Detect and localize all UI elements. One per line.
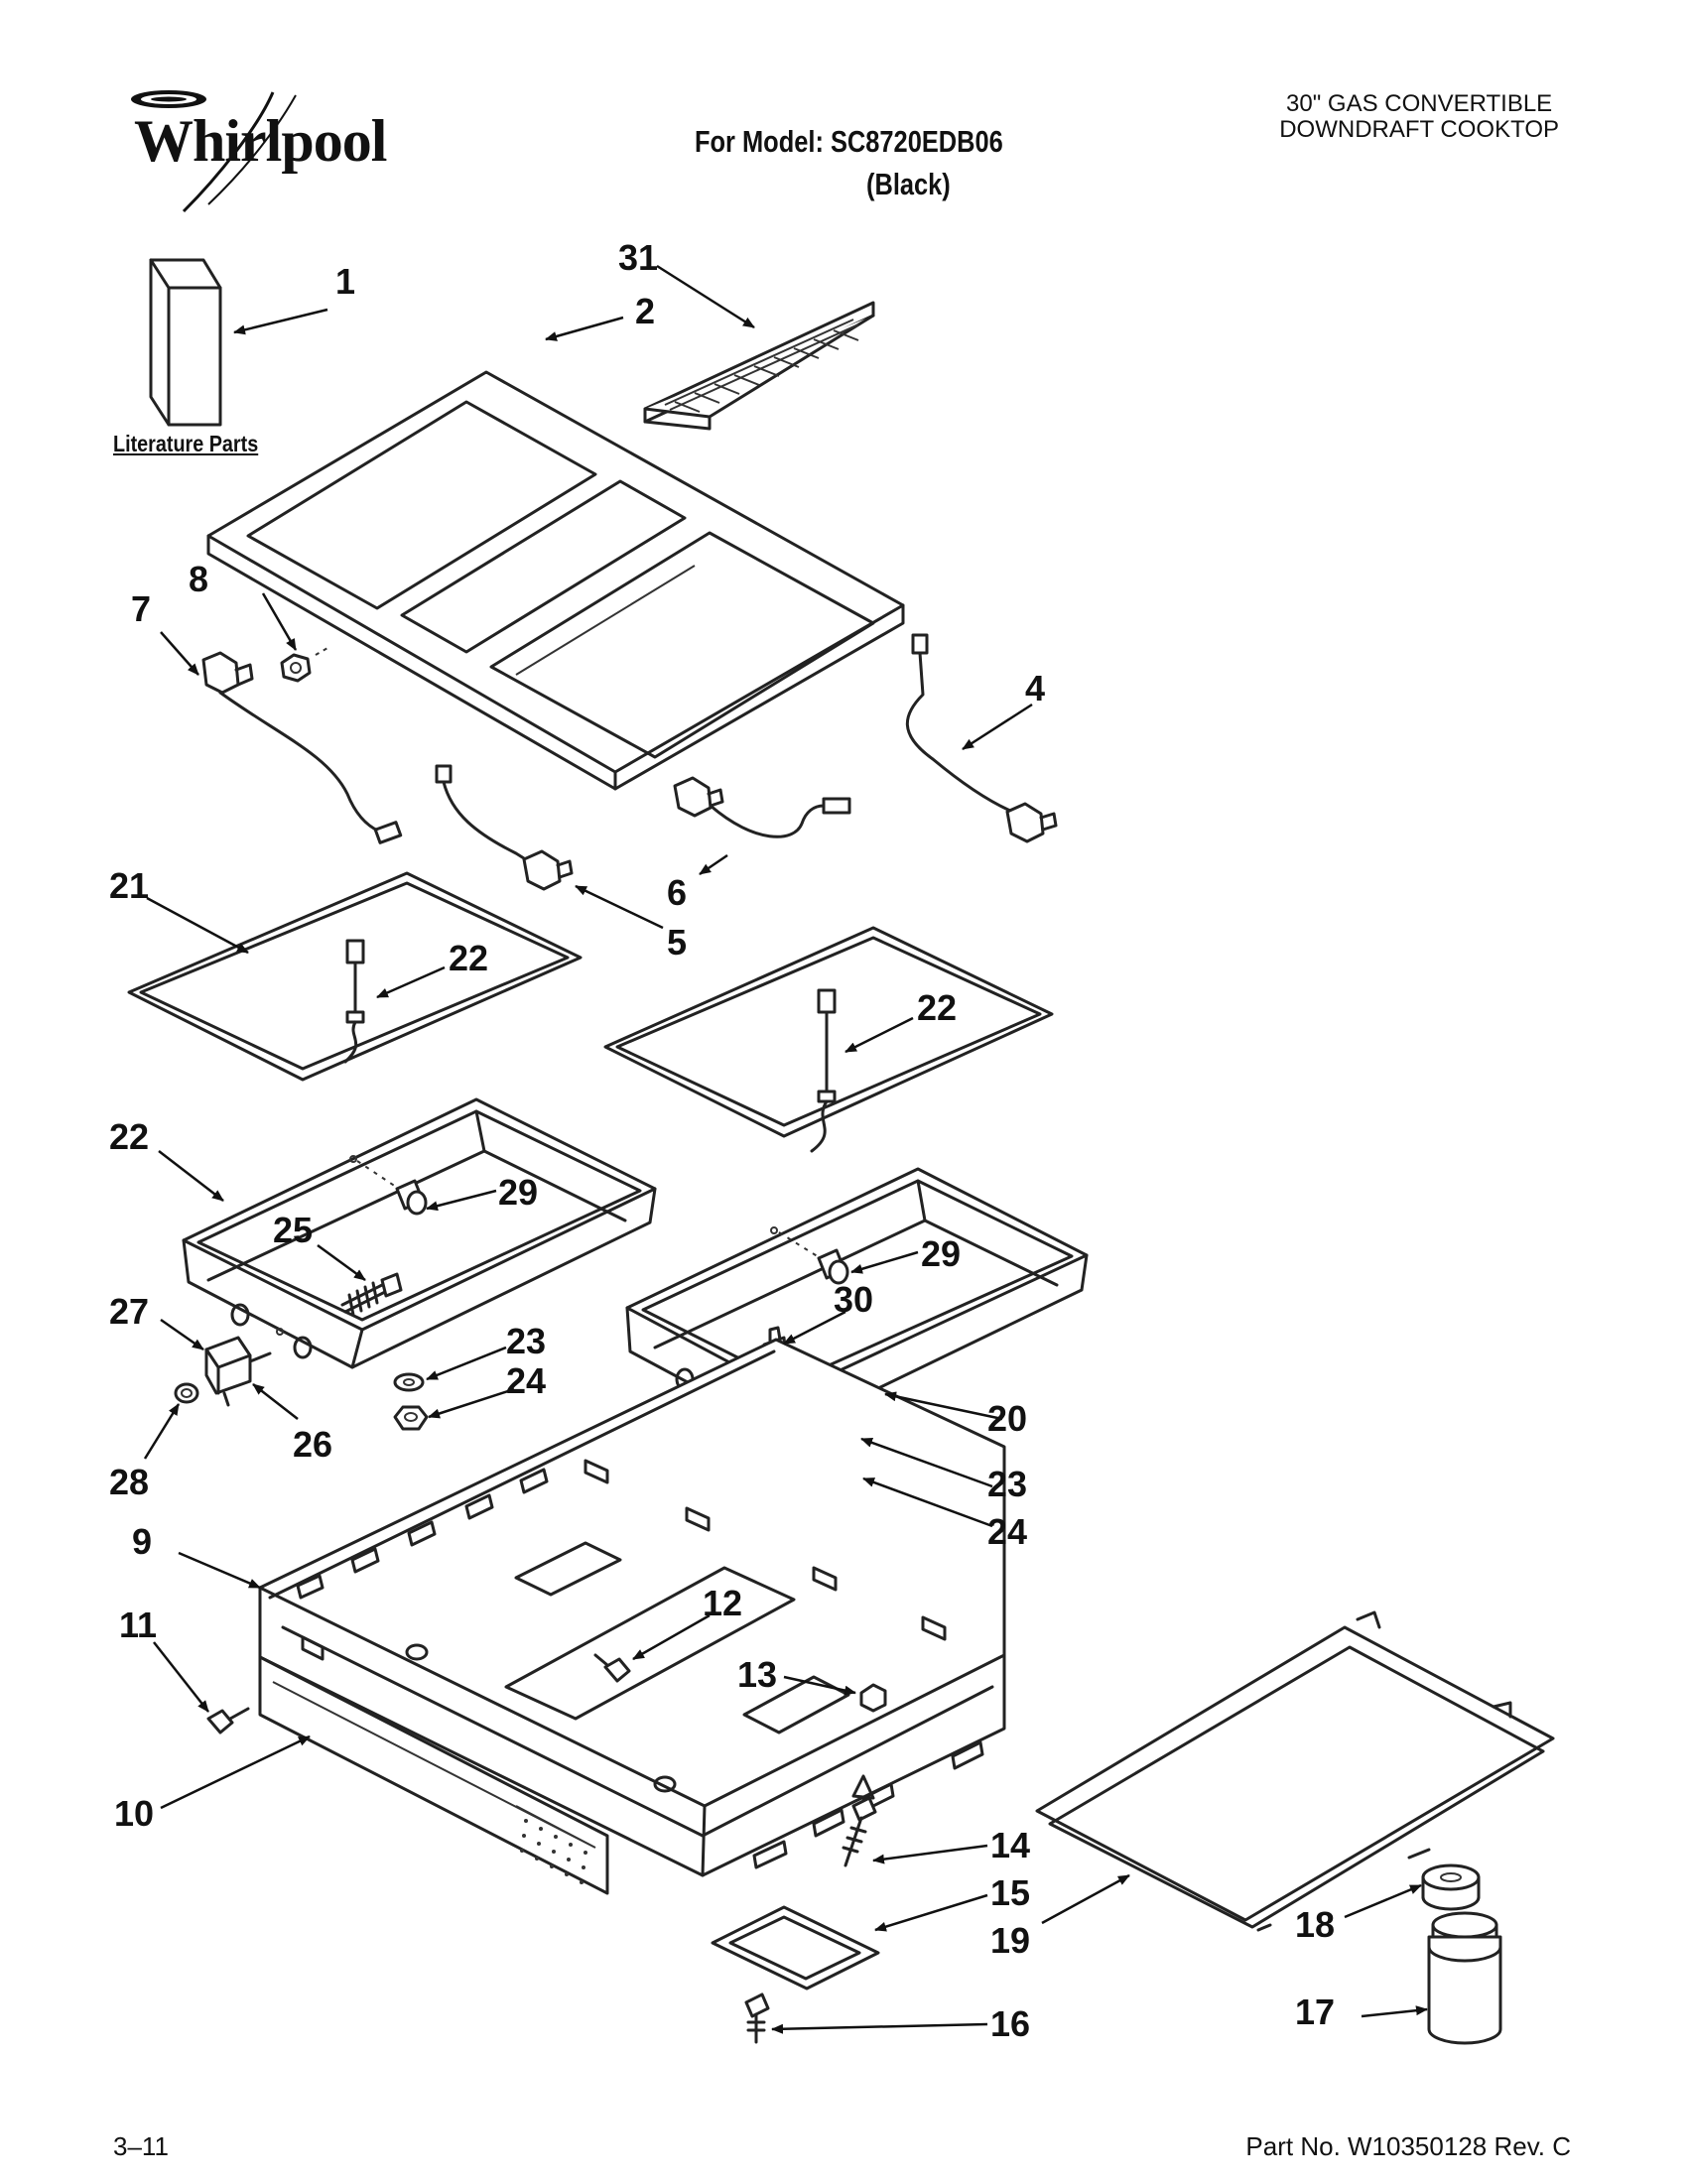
callout-14: 14: [990, 1825, 1030, 1865]
callout-2: 2: [635, 291, 655, 331]
vent-holes: [520, 1819, 587, 1884]
filter-cap-18: [1421, 1863, 1481, 1911]
spark-switch-6: [673, 776, 851, 838]
callout-30: 30: [834, 1279, 873, 1320]
model-number: For Model: SC8720EDB06: [695, 124, 1003, 159]
callout-23-right: 23: [987, 1464, 1027, 1504]
cooktop-frame: [206, 370, 905, 791]
logo-swoosh-icon: [131, 90, 297, 213]
callout-8: 8: [189, 559, 208, 599]
callout-24-right: 24: [987, 1511, 1027, 1552]
brand-wordmark: Whirlpool: [134, 108, 387, 174]
callout-22-right-electrode: 22: [917, 987, 957, 1028]
product-type: 30" GAS CONVERTIBLE DOWNDRAFT COOKTOP: [1279, 91, 1559, 143]
callout-28: 28: [109, 1462, 149, 1502]
nut-13: [859, 1683, 887, 1713]
container-17: [1427, 1911, 1502, 2045]
callout-12: 12: [703, 1583, 742, 1623]
callout-numbers: 1 2 31 8 7 4 6 5 21 22 22 22 29 25 29 30…: [109, 237, 1335, 2044]
leader-lines: [143, 264, 1428, 2034]
base-panel-10: [258, 1655, 609, 1895]
screw-14: [842, 1796, 877, 1867]
callout-11: 11: [119, 1605, 157, 1645]
nut-24-left: [393, 1405, 429, 1431]
part-number: Part No. W10350128 Rev. C: [1245, 2131, 1571, 2161]
callout-21: 21: [109, 865, 149, 906]
whirlpool-logo: Whirlpool: [109, 87, 387, 216]
model-color: (Black): [866, 167, 951, 201]
callout-26: 26: [293, 1424, 332, 1465]
callout-1: 1: [335, 261, 355, 302]
callout-31: 31: [618, 237, 658, 278]
callout-23-left: 23: [506, 1321, 546, 1361]
callout-18: 18: [1295, 1904, 1335, 1945]
switch-nut: [280, 646, 330, 683]
callout-13: 13: [737, 1654, 777, 1695]
orifice-29-left: [349, 1155, 428, 1216]
product-type-line2: DOWNDRAFT COOKTOP: [1279, 116, 1559, 143]
callout-25: 25: [273, 1210, 313, 1250]
callout-4: 4: [1025, 668, 1045, 708]
gasket-left: [127, 871, 583, 1082]
literature-parts-label: Literature Parts: [113, 431, 259, 456]
downdraft-grille: [643, 301, 875, 431]
spark-switch-4: [905, 633, 1058, 843]
product-type-line1: 30" GAS CONVERTIBLE: [1286, 90, 1553, 117]
callout-20: 20: [987, 1398, 1027, 1439]
screw-12: [593, 1653, 631, 1683]
callout-29-left: 29: [498, 1172, 538, 1213]
spark-switch-left: [201, 651, 403, 844]
callout-5: 5: [667, 922, 687, 963]
callout-10: 10: [114, 1793, 154, 1834]
page-number: 3–11: [113, 2131, 169, 2161]
igniter-module-27: [204, 1336, 272, 1407]
spark-switch-5: [435, 764, 574, 891]
burner-box-left: [182, 1097, 657, 1369]
gasket-right: [603, 926, 1054, 1138]
callout-29-right: 29: [921, 1233, 961, 1274]
cooktop-base-9: [258, 1338, 1006, 1877]
screw-11: [206, 1707, 250, 1734]
callout-24-left: 24: [506, 1360, 546, 1401]
callout-7: 7: [131, 588, 151, 629]
bottom-panel-19: [1035, 1610, 1555, 1932]
burner-screw-25: [340, 1272, 403, 1317]
electrode-right: [810, 988, 837, 1153]
lock-nut-28: [174, 1382, 199, 1404]
callout-22-left-electrode: 22: [449, 938, 488, 978]
callout-16: 16: [990, 2003, 1030, 2044]
callout-19: 19: [990, 1920, 1030, 1961]
callout-27: 27: [109, 1291, 149, 1332]
washer-23-left: [393, 1372, 425, 1392]
orifice-29-right: [770, 1226, 849, 1285]
callout-9: 9: [132, 1521, 152, 1562]
callout-15: 15: [990, 1872, 1030, 1913]
callout-22-burner-box: 22: [109, 1116, 149, 1157]
literature-booklet: [149, 258, 222, 427]
access-cover-15: [711, 1905, 880, 1991]
electrode-left: [343, 939, 365, 1064]
callout-17: 17: [1295, 1991, 1335, 2032]
callout-6: 6: [667, 872, 687, 913]
screw-16: [744, 1992, 770, 2044]
